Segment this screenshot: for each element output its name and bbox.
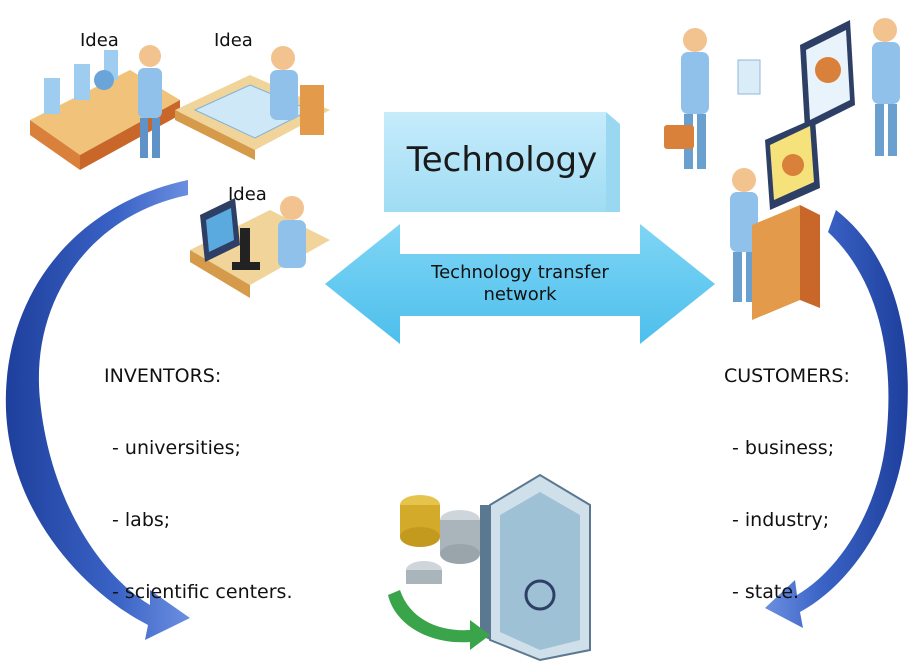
idea-label-3: Idea <box>228 184 267 205</box>
idea-label-1: Idea <box>80 30 119 51</box>
customers-list: CUSTOMERS: - business; - industry; - sta… <box>724 316 850 628</box>
inventor-lab-illustration <box>190 196 330 298</box>
inventors-item: - universities; <box>112 437 241 459</box>
network-label: Technology transfer network <box>385 262 655 306</box>
coins-illustration <box>400 495 480 584</box>
customers-heading: CUSTOMERS: <box>724 365 850 387</box>
inventors-heading: INVENTORS: <box>104 365 222 387</box>
customers-item: - state. <box>732 581 800 603</box>
money-arrow <box>388 590 490 650</box>
left-cycle-arrow <box>5 180 191 640</box>
network-label-line2: network <box>483 284 557 305</box>
technology-title: Technology <box>406 140 598 180</box>
network-label-line1: Technology transfer <box>431 262 609 283</box>
vault-illustration <box>480 473 591 662</box>
idea-label-2: Idea <box>214 30 253 51</box>
inventor-factory-illustration <box>30 45 180 170</box>
right-cycle-arrow <box>765 210 908 628</box>
inventors-item: - scientific centers. <box>112 581 293 603</box>
customer-briefcase-illustration <box>664 28 761 169</box>
inventor-drafting-illustration <box>175 46 330 160</box>
network-arrow <box>325 224 715 344</box>
technology-box <box>384 112 606 212</box>
customers-item: - industry; <box>732 509 830 531</box>
inventors-item: - labs; <box>112 509 171 531</box>
customers-item: - business; <box>732 437 835 459</box>
customer-presentation-board-illustration <box>800 18 900 156</box>
inventors-list: INVENTORS: - universities; - labs; - sci… <box>104 316 293 628</box>
customer-podium-illustration <box>730 118 820 320</box>
